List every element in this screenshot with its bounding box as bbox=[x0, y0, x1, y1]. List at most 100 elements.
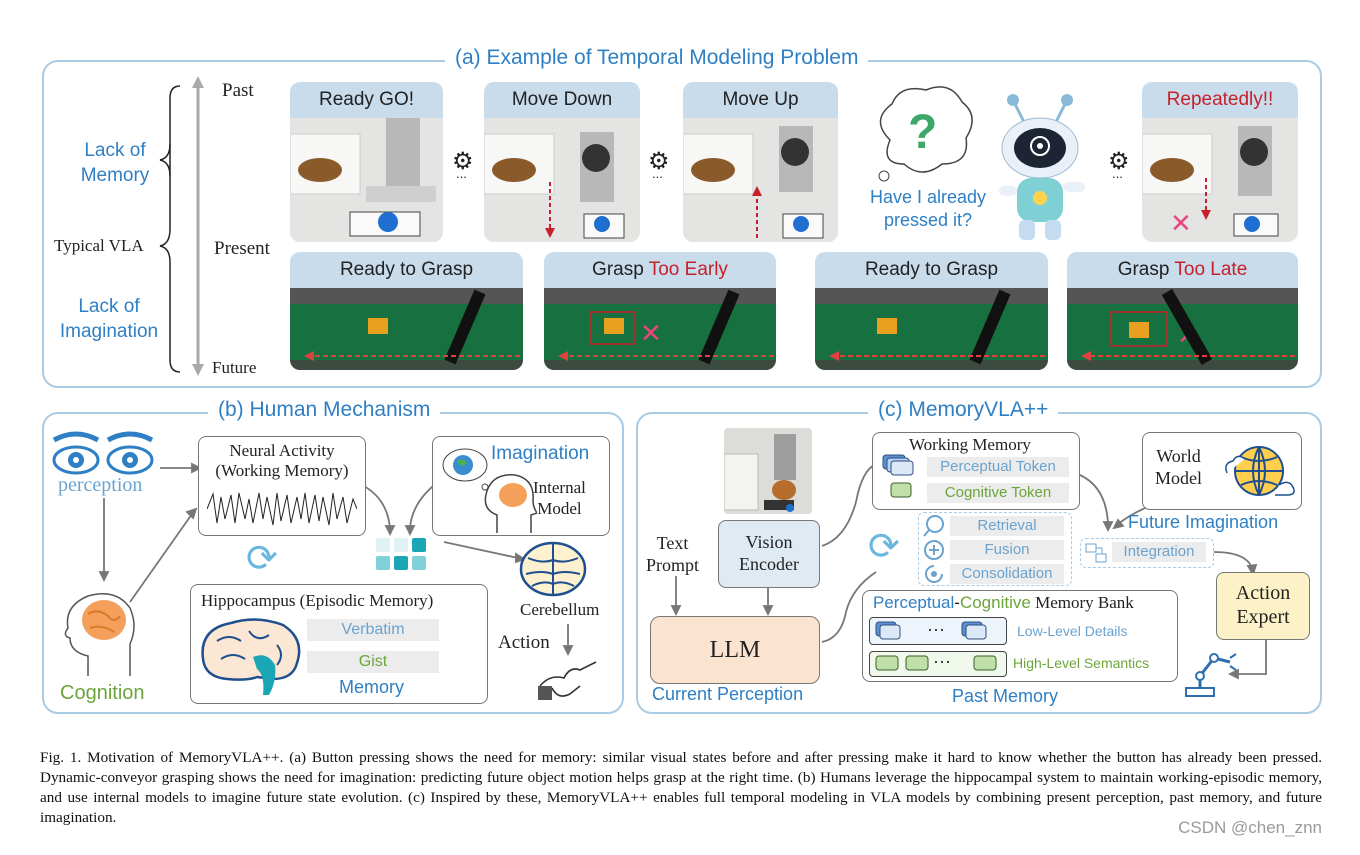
robot-arm-icon bbox=[1185, 653, 1237, 697]
svg-text:✕: ✕ bbox=[640, 318, 662, 348]
frame-label: Grasp Too Early bbox=[544, 252, 776, 288]
flow-arrows bbox=[98, 462, 574, 657]
conveyor-arm-icon bbox=[290, 288, 523, 365]
timeline-arrow bbox=[192, 76, 204, 376]
retrieval-token: Retrieval bbox=[950, 516, 1064, 536]
perceptual-token-stack-icon bbox=[882, 454, 914, 476]
high-level-label: High-Level Semantics bbox=[1013, 655, 1150, 671]
cognitive-token: Cognitive Token bbox=[927, 483, 1069, 503]
working-memory-box: Working Memory Perceptual Token Cognitiv… bbox=[872, 432, 1080, 510]
ellipsis: ... bbox=[1112, 166, 1123, 181]
refresh-cycle-icon: ⟳ bbox=[246, 538, 278, 580]
fusion-icon bbox=[924, 540, 944, 560]
frame-label: Move Up bbox=[683, 82, 838, 118]
brain-wave-icon bbox=[207, 492, 357, 526]
timeline-future: Future bbox=[212, 358, 257, 377]
panel-b-title: (b) Human Mechanism bbox=[208, 398, 441, 422]
robot-arm-icon bbox=[683, 126, 824, 239]
head-brain-icon bbox=[64, 593, 135, 676]
frame-label: Grasp Too Late bbox=[1067, 252, 1298, 288]
watermark: CSDN @chen_znn bbox=[1178, 818, 1322, 837]
past-memory-label: Past Memory bbox=[952, 686, 1059, 706]
integration-icon bbox=[1085, 543, 1107, 563]
cerebellum-label: Cerebellum bbox=[520, 600, 600, 619]
frame-label: Ready to Grasp bbox=[815, 252, 1048, 288]
film-reel-icon: ⚙ bbox=[452, 148, 474, 175]
frame-grasp-too-early: Grasp Too Early ✕ bbox=[544, 252, 776, 370]
action-expert-label: Action Expert bbox=[1235, 582, 1291, 628]
world-model-box: World Model bbox=[1142, 432, 1302, 510]
hippocampus-box: Hippocampus (Episodic Memory) Verbatim G… bbox=[190, 584, 488, 704]
ellipsis: ··· bbox=[927, 619, 945, 639]
perceptual-token: Perceptual Token bbox=[927, 457, 1069, 477]
llm-box: LLM bbox=[650, 616, 820, 684]
cerebellum-icon bbox=[519, 541, 587, 597]
text-prompt-label: Text Prompt bbox=[646, 533, 700, 575]
high-level-token-strip bbox=[869, 651, 1007, 677]
llm-label: LLM bbox=[709, 637, 761, 663]
low-level-token-strip bbox=[869, 617, 1007, 645]
timeline-past: Past bbox=[222, 80, 254, 101]
frame-label: Repeatedly!! bbox=[1142, 82, 1298, 118]
conveyor-arm-icon: ✕ bbox=[1067, 288, 1298, 365]
memory-bank-title: Perceptual-Cognitive Memory Bank bbox=[873, 593, 1134, 612]
low-level-label: Low-Level Details bbox=[1017, 623, 1128, 639]
robot-arm-icon bbox=[484, 132, 625, 239]
robot-thought-text: Have I already pressed it? bbox=[869, 187, 987, 230]
current-perception-label: Current Perception bbox=[652, 684, 804, 704]
camera-frame-image bbox=[724, 428, 812, 514]
frame-ready-go: Ready GO! bbox=[290, 82, 443, 242]
label-lack-of-imagination: Lack of Imagination bbox=[59, 296, 159, 342]
vision-encoder-box: Vision Encoder bbox=[718, 520, 820, 588]
thinking-head-icon bbox=[442, 448, 537, 533]
action-expert-box: Action Expert bbox=[1216, 572, 1310, 640]
consolidation-token: Consolidation bbox=[950, 564, 1064, 584]
label-typical-vla: Typical VLA bbox=[54, 236, 144, 255]
brace-icon bbox=[159, 85, 181, 373]
frame-label: Ready GO! bbox=[290, 82, 443, 118]
retrieval-icon bbox=[923, 515, 944, 537]
figure-caption: Fig. 1. Motivation of MemoryVLA++. (a) B… bbox=[40, 749, 1322, 826]
cognitive-token-row-icon bbox=[875, 655, 997, 671]
consolidation-icon bbox=[925, 565, 943, 583]
frame-move-up: Move Up bbox=[683, 82, 838, 242]
memory-label: Memory bbox=[339, 677, 405, 697]
gist-token: Gist bbox=[307, 651, 439, 673]
integration-token: Integration bbox=[1112, 542, 1206, 562]
question-thought-bubble-icon: ? bbox=[878, 86, 973, 182]
svg-text:✕: ✕ bbox=[1170, 208, 1192, 238]
frame-repeatedly: Repeatedly!! ✕ bbox=[1142, 82, 1298, 242]
perceptual-token-stack-icon bbox=[875, 621, 987, 640]
svg-text:?: ? bbox=[908, 106, 937, 159]
film-reel-icon: ⚙ bbox=[1108, 148, 1130, 175]
imagination-label: Imagination bbox=[491, 443, 590, 464]
timeline-present: Present bbox=[214, 238, 270, 259]
cognition-label: Cognition bbox=[60, 682, 145, 704]
hand-grasp-icon bbox=[538, 661, 597, 700]
fusion-token: Fusion bbox=[950, 540, 1064, 560]
conveyor-arm-icon: ✕ bbox=[544, 288, 776, 365]
ellipsis: ... bbox=[456, 166, 467, 181]
memory-bank-box: Perceptual-Cognitive Memory Bank ··· Low… bbox=[862, 590, 1178, 682]
frame-label: Ready to Grasp bbox=[290, 252, 523, 288]
neural-activity-box: Neural Activity (Working Memory) bbox=[198, 436, 366, 536]
neural-activity-label: Neural Activity (Working Memory) bbox=[215, 441, 349, 480]
frame-move-down: Move Down bbox=[484, 82, 640, 242]
eyes-icon bbox=[52, 431, 154, 475]
frame-ready-to-grasp-1: Ready to Grasp bbox=[290, 252, 523, 370]
action-label: Action bbox=[498, 632, 550, 653]
conveyor-arm-icon bbox=[815, 288, 1048, 365]
robot-arm-icon: ✕ bbox=[1142, 126, 1279, 238]
world-model-label: World Model bbox=[1155, 446, 1202, 488]
frame-grasp-too-late: Grasp Too Late ✕ bbox=[1067, 252, 1298, 370]
panel-a-title: (a) Example of Temporal Modeling Problem bbox=[445, 46, 869, 70]
ellipsis: ... bbox=[652, 166, 663, 181]
verbatim-token: Verbatim bbox=[307, 619, 439, 641]
refresh-cycle-icon: ⟳ bbox=[868, 526, 900, 568]
vision-encoder-label: Vision Encoder bbox=[739, 532, 799, 574]
robot-arm-icon bbox=[290, 118, 436, 237]
globe-cloud-icon bbox=[1225, 446, 1295, 496]
token-grid-icon bbox=[376, 538, 426, 570]
ellipsis: ··· bbox=[933, 651, 951, 671]
integration-box bbox=[1080, 538, 1214, 568]
